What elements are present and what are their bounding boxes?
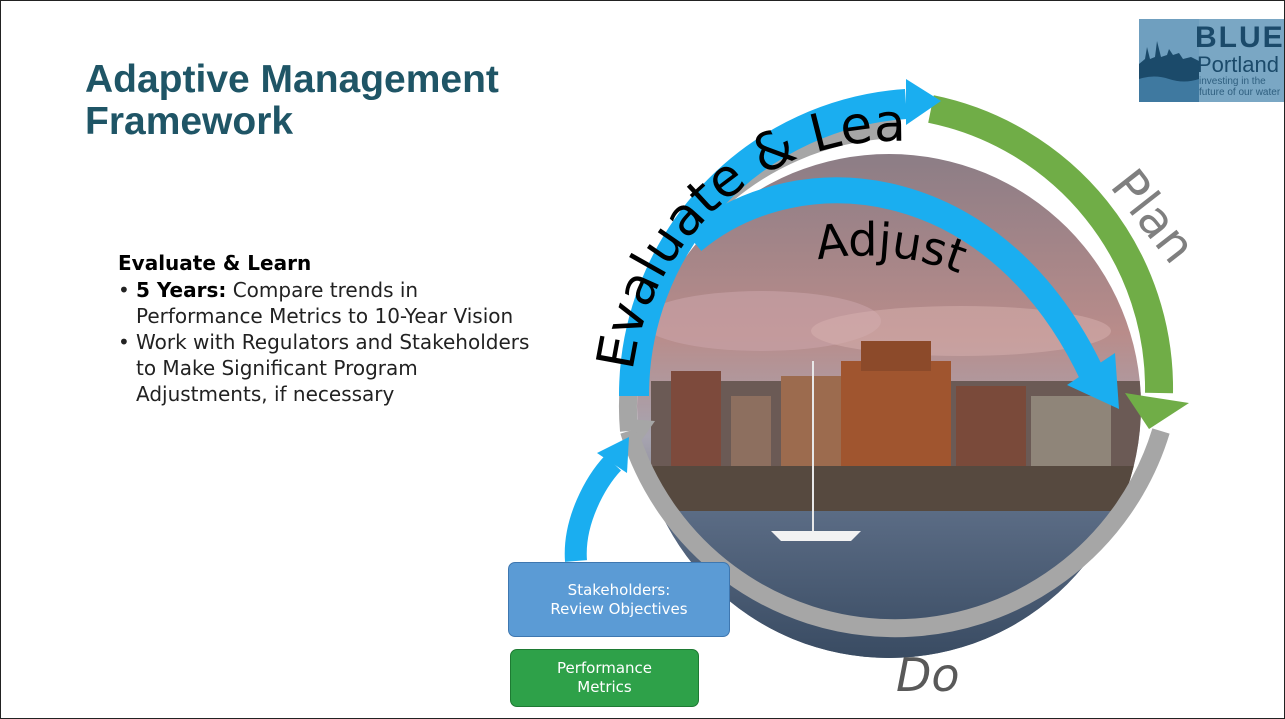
logo-tagline: investing in the future of our water — [1199, 76, 1281, 98]
do-arc — [620, 428, 1170, 638]
plan-arrow — [928, 95, 1174, 394]
bullet-bold: 5 Years: — [136, 278, 227, 302]
plan-arrowhead — [1125, 393, 1189, 429]
metrics-line-1: Performance — [556, 659, 653, 677]
title-line-2: Framework — [85, 100, 294, 143]
gray-arrowhead — [629, 419, 655, 441]
stakeholders-box: Stakeholders: Review Objectives — [508, 562, 730, 637]
evaluate-arrow — [618, 89, 908, 397]
bullet-item: Work with Regulators and Stakeholders to… — [118, 329, 538, 407]
do-label: Do — [896, 648, 960, 702]
logo-word: BLUE — [1195, 21, 1285, 54]
stakeholders-line-2: Review Objectives — [550, 599, 688, 618]
section-heading: Evaluate & Learn — [118, 251, 312, 275]
skyline-icon — [1139, 19, 1199, 102]
bullet-text: Compare trends in Performance Metrics to… — [136, 278, 514, 328]
stakeholder-arrowhead — [597, 437, 629, 473]
bullet-text: Work with Regulators and Stakeholders to… — [136, 330, 530, 406]
metrics-line-2: Metrics — [577, 678, 632, 696]
evaluate-arrowhead — [906, 79, 941, 125]
adjust-arrowhead — [1067, 353, 1119, 409]
slide-title: Adaptive Management Framework — [85, 59, 565, 143]
logo-city: Portland — [1197, 52, 1279, 77]
bullet-item: 5 Years: Compare trends in Performance M… — [118, 277, 538, 329]
stakeholder-arrow — [564, 455, 622, 562]
stakeholders-line-1: Stakeholders: — [567, 580, 671, 599]
bullet-list: 5 Years: Compare trends in Performance M… — [118, 277, 538, 407]
performance-metrics-box: Performance Metrics — [510, 649, 699, 707]
blue-portland-logo: BLUE Portland investing in the future of… — [1139, 19, 1285, 102]
title-line-1: Adaptive Management — [85, 58, 499, 101]
adjust-arrow — [684, 177, 1108, 389]
